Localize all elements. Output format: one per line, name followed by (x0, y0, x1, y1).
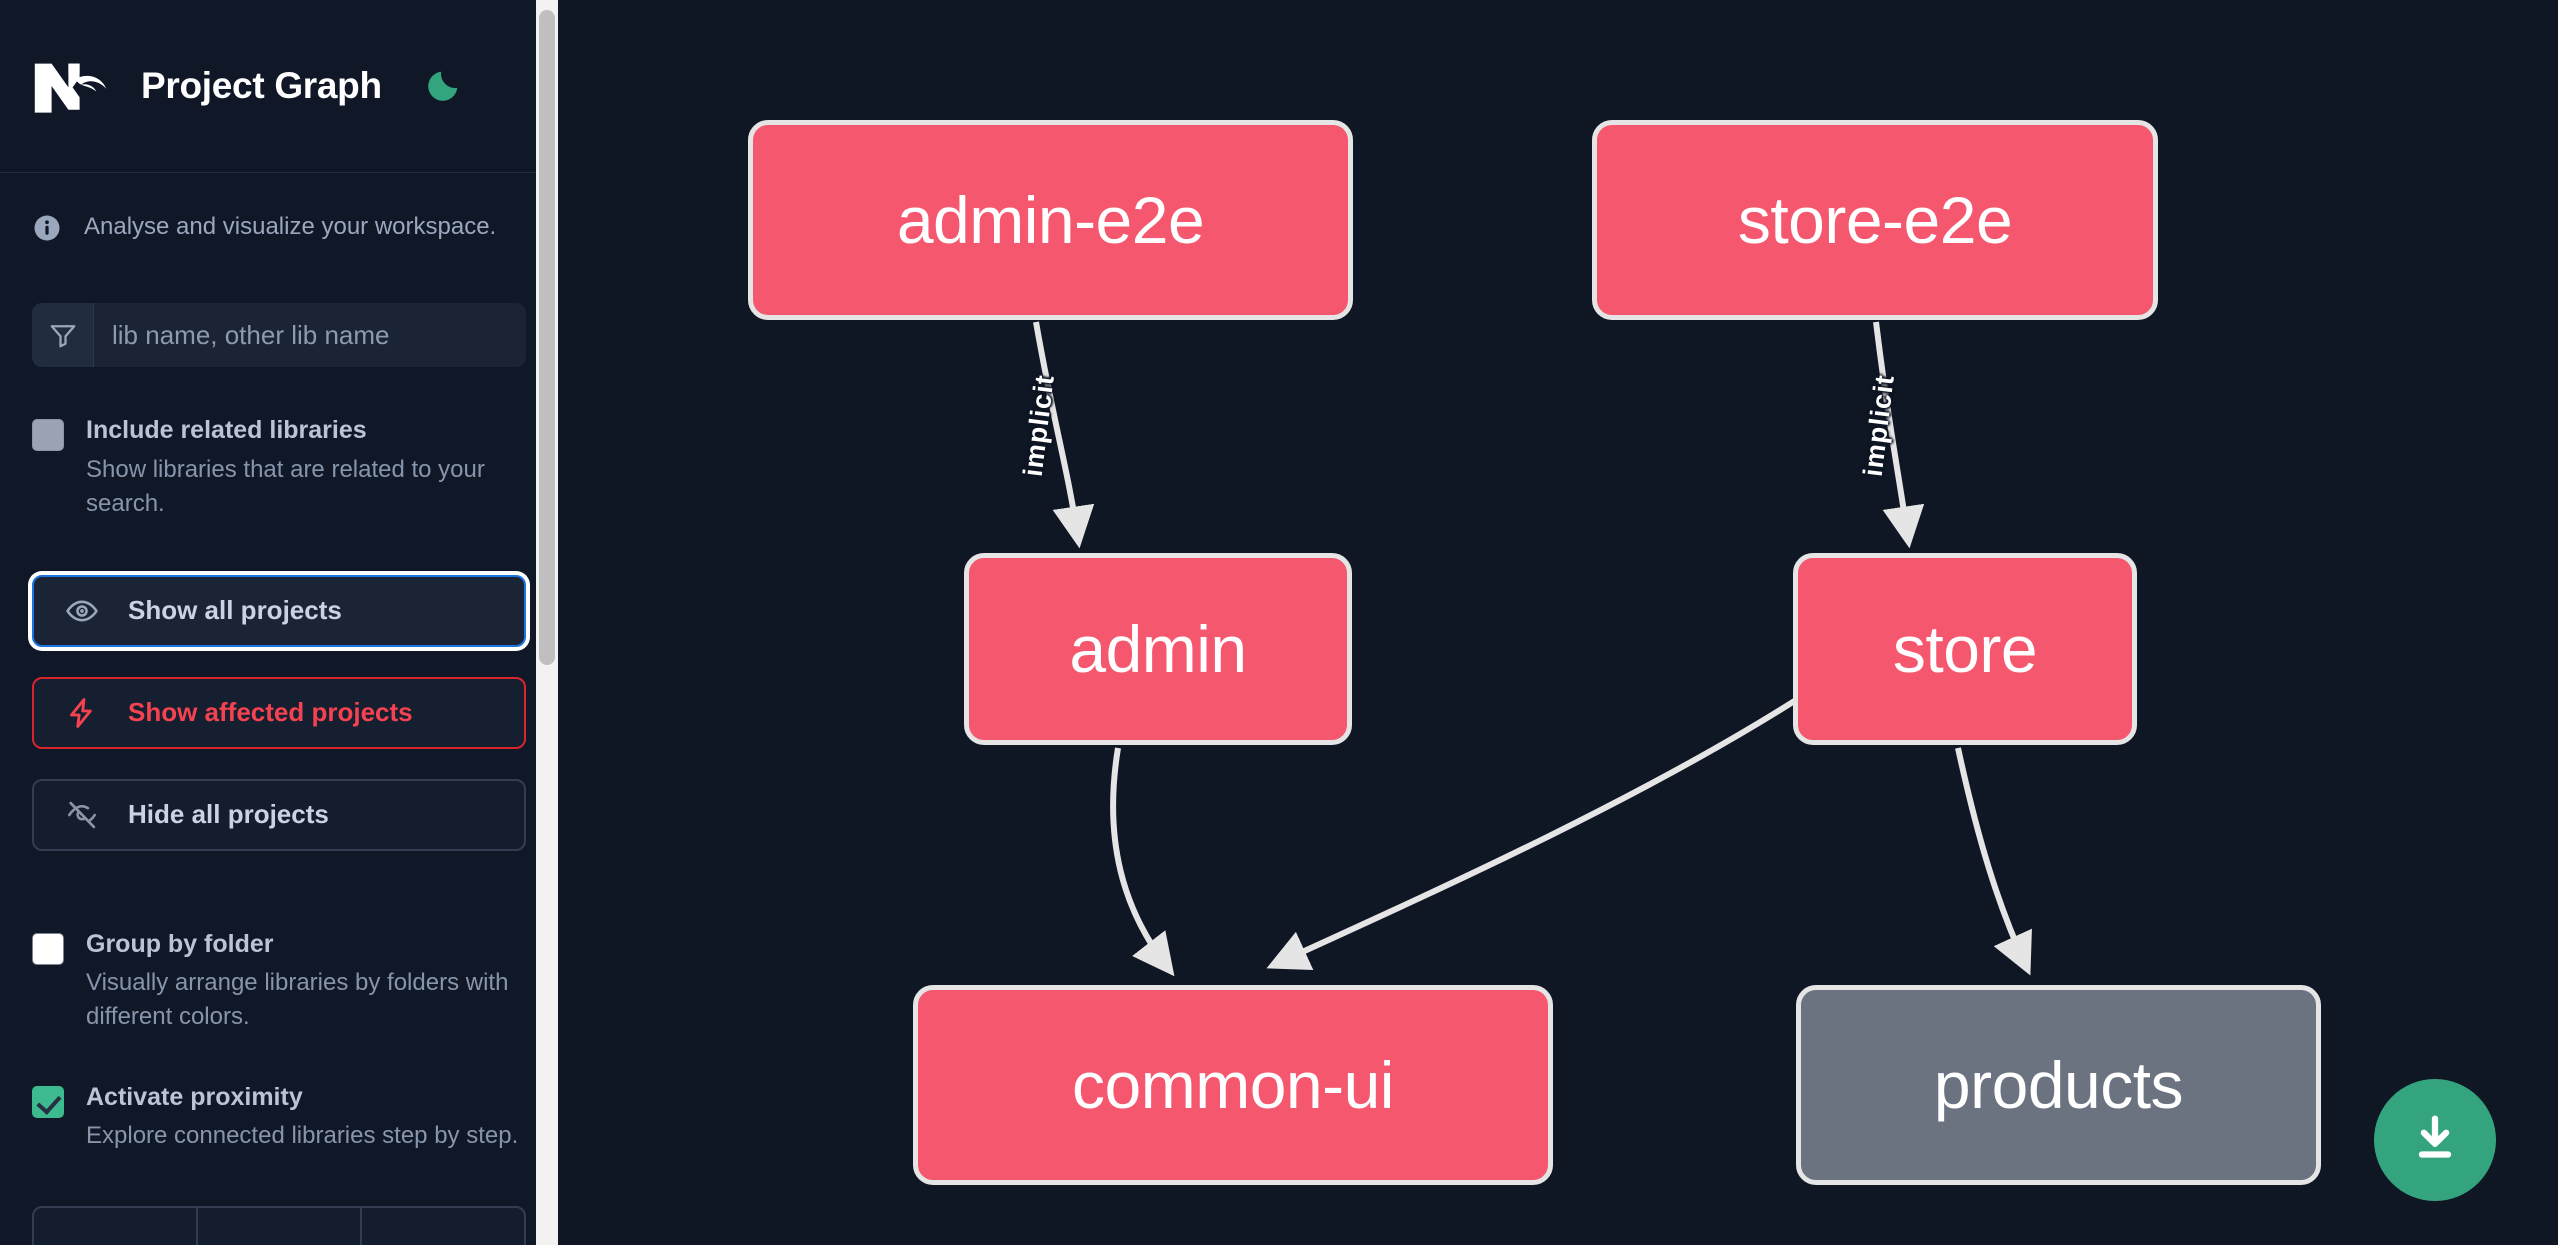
option-text-block: Group by folder Visually arrange librari… (86, 929, 526, 1034)
info-banner-text: Analyse and visualize your workspace. (84, 213, 497, 240)
option-include-related-libraries[interactable]: Include related libraries Show libraries… (0, 367, 558, 520)
hide-all-projects-label: Hide all projects (128, 799, 329, 830)
graph-edges (1033, 321, 2032, 977)
graph-canvas[interactable]: admin-e2e store-e2e admin store common-u… (558, 0, 2558, 1245)
show-all-projects-label: Show all projects (128, 595, 342, 626)
lightning-icon (62, 693, 102, 733)
funnel-filter-icon (32, 303, 94, 368)
download-button[interactable] (2374, 1079, 2496, 1201)
filter-bar[interactable] (32, 303, 526, 368)
projects-button-group: Show all projects Show affected projects (0, 521, 558, 851)
option-title: Group by folder (86, 929, 274, 958)
page-title: Project Graph (141, 65, 382, 106)
option-activate-proximity[interactable]: Activate proximity Explore connected lib… (0, 1034, 558, 1153)
eye-icon (62, 591, 102, 631)
sidebar-scrollbar-thumb[interactable] (539, 10, 555, 665)
eye-slash-icon (62, 795, 102, 835)
segment-option[interactable] (34, 1207, 198, 1245)
option-description: Show libraries that are related to your … (86, 455, 485, 517)
node-label: store (1892, 612, 2038, 686)
proximity-step-segmented-control[interactable] (32, 1205, 526, 1245)
option-title: Activate proximity (86, 1083, 303, 1112)
edge-admin-e2e-to-admin (1033, 321, 1095, 549)
info-banner: Analyse and visualize your workspace. (0, 173, 558, 243)
hide-all-projects-button[interactable]: Hide all projects (32, 778, 526, 851)
segment-option[interactable] (198, 1207, 362, 1245)
show-affected-projects-label: Show affected projects (128, 697, 413, 728)
edge-store-e2e-to-store (1873, 321, 1925, 549)
moon-icon[interactable] (420, 63, 466, 109)
option-description: Visually arrange libraries by folders wi… (86, 969, 509, 1031)
sidebar-scrollbar-track[interactable] (536, 0, 558, 1245)
activate-proximity-checkbox[interactable] (32, 1086, 64, 1119)
edge-admin-to-common-ui (1110, 747, 1175, 977)
show-all-projects-button[interactable]: Show all projects (32, 574, 526, 647)
node-label: admin (1069, 612, 1247, 686)
node-label: common-ui (1072, 1048, 1394, 1122)
include-related-libraries-checkbox[interactable] (32, 419, 64, 452)
show-affected-projects-button[interactable]: Show affected projects (32, 676, 526, 749)
sidebar-scroll-area[interactable]: Project Graph Analyse and visualize your… (0, 0, 558, 1245)
sidebar: Project Graph Analyse and visualize your… (0, 0, 558, 1245)
node-label: store-e2e (1737, 183, 2013, 257)
nx-logo-icon (32, 55, 116, 117)
graph-node-store[interactable]: store (1793, 553, 2137, 745)
sidebar-header: Project Graph (0, 0, 558, 173)
option-title: Include related libraries (86, 416, 367, 445)
info-circle-icon (32, 213, 62, 243)
segment-option[interactable] (362, 1208, 524, 1245)
option-text-block: Activate proximity Explore connected lib… (86, 1082, 518, 1153)
edge-store-to-products (1955, 747, 2032, 976)
option-group-by-folder[interactable]: Group by folder Visually arrange librari… (0, 881, 558, 1034)
graph-node-common-ui[interactable]: common-ui (913, 985, 1553, 1185)
group-by-folder-checkbox[interactable] (32, 932, 64, 965)
graph-node-admin[interactable]: admin (964, 553, 1352, 745)
edge-store-to-common-ui (1266, 697, 1798, 971)
graph-node-products[interactable]: products (1796, 985, 2321, 1185)
graph-node-store-e2e[interactable]: store-e2e (1592, 120, 2158, 320)
option-description: Explore connected libraries step by step… (86, 1122, 519, 1150)
node-label: admin-e2e (896, 183, 1205, 257)
download-icon (2406, 1110, 2464, 1171)
node-label: products (1933, 1048, 2184, 1122)
graph-node-admin-e2e[interactable]: admin-e2e (748, 120, 1353, 320)
option-text-block: Include related libraries Show libraries… (86, 415, 526, 520)
search-input[interactable] (94, 303, 526, 368)
